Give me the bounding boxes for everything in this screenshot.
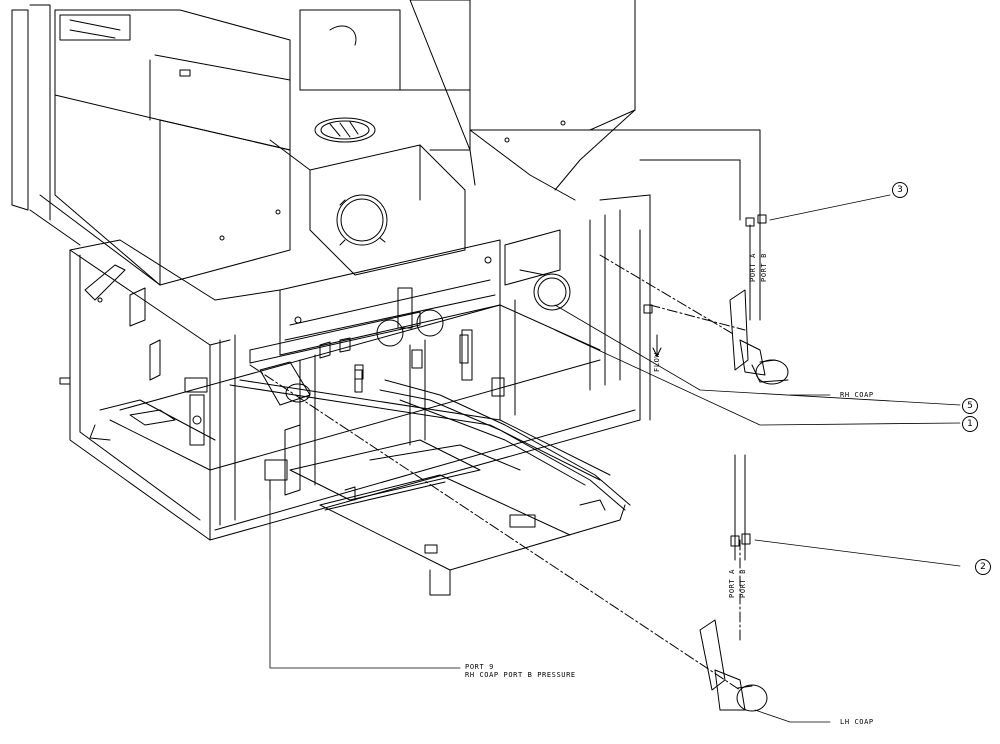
port9-label-line1: PORT 9 bbox=[465, 663, 494, 671]
lh-coap-label: LH COAP bbox=[840, 718, 874, 726]
phantom-lines bbox=[249, 219, 761, 691]
callout-5: 5 bbox=[962, 398, 978, 414]
lh-port-b-label: PORT B bbox=[739, 569, 747, 598]
flow-label: FLOW bbox=[653, 352, 661, 372]
pipe-routing bbox=[469, 129, 761, 421]
front-cylinders bbox=[259, 329, 505, 501]
callout-3: 3 bbox=[892, 182, 908, 198]
port9-label-line2: RH COAP PORT B PRESSURE bbox=[465, 671, 576, 679]
rh-coap-label: RH COAP bbox=[840, 391, 874, 399]
left-hopper bbox=[11, 4, 291, 286]
leader-lines bbox=[269, 194, 961, 723]
valve-bank bbox=[214, 229, 571, 380]
rh-port-b-label: PORT B bbox=[760, 253, 768, 282]
lh-port-a-label: PORT A bbox=[728, 569, 736, 598]
flow-arrow bbox=[643, 304, 662, 357]
callout-2: 2 bbox=[975, 559, 991, 575]
left-side-parts bbox=[59, 264, 208, 446]
center-hopper bbox=[269, 9, 471, 276]
rh-coap-assembly bbox=[729, 214, 789, 385]
right-hopper bbox=[409, 0, 636, 201]
rh-port-a-label: PORT A bbox=[749, 253, 757, 282]
lh-coap-assembly bbox=[699, 454, 768, 712]
callout-1: 1 bbox=[962, 416, 978, 432]
front-tray bbox=[319, 474, 626, 596]
